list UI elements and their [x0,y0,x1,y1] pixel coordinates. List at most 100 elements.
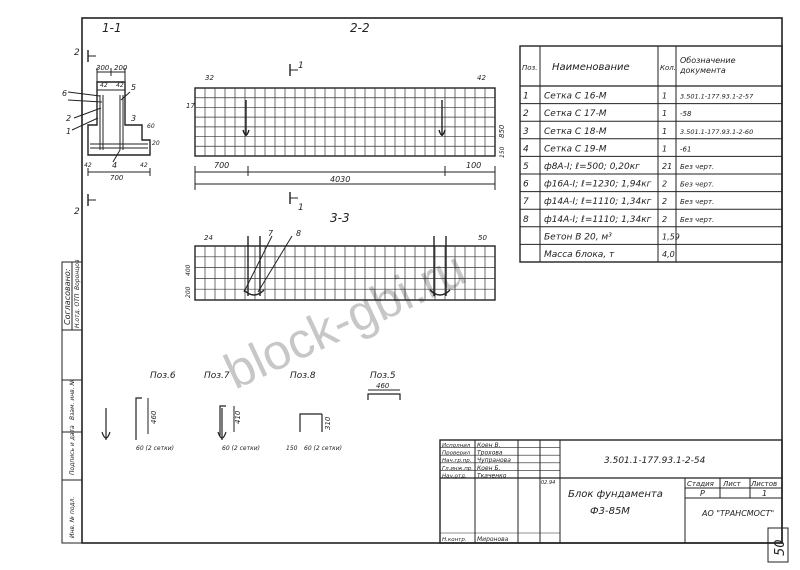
svg-text:410: 410 [234,410,242,424]
svg-text:1: 1 [298,203,304,213]
svg-text:2: 2 [74,207,80,217]
spec-cell: ф16А-I; ℓ=1230; 1,94кг [544,180,652,190]
signatory-name: Миронова [477,536,509,543]
svg-text:700: 700 [110,174,124,182]
svg-text:1: 1 [298,61,304,71]
spec-cell: Масса блока, т [544,250,615,260]
spec-cell: Сетка С 18-М [544,127,607,137]
signatory-role: Н.контр. [442,537,467,543]
signatory-name: Коен В. [477,442,501,449]
strip-agreed: Согласовано: [63,268,72,325]
svg-text:42: 42 [116,82,124,89]
svg-text:60: 60 [147,123,155,130]
spec-cell: 8 [523,215,529,225]
strip-sign: Подпись и дата [69,425,76,475]
svg-text:4030: 4030 [330,175,350,184]
svg-text:200: 200 [185,286,192,298]
signatory-name: Ткаченко [477,472,507,479]
spec-cell: 2 [662,215,667,224]
spec-cell: Сетка С 19-М [544,144,607,154]
svg-text:460: 460 [150,410,158,424]
strip-inv: Инв. № подл. [69,497,76,538]
spec-cell: 21 [662,162,672,171]
svg-text:8: 8 [296,229,301,238]
spec-cell: Без черт. [680,198,714,206]
signatory-name: Трохова [477,450,503,457]
section-3-3-title: 3-3 [330,211,350,225]
signatory-role: Проверил [442,451,471,457]
svg-text:Лист: Лист [722,480,742,488]
spec-cell: 3.501.1-177.93.1-2-57 [680,93,754,101]
spec-cell: Без черт. [680,181,714,189]
svg-text:42: 42 [84,162,92,169]
svg-text:24: 24 [204,234,213,242]
svg-text:1: 1 [762,489,767,498]
organization: АО "ТРАНСМОСТ" [701,509,774,518]
svg-text:42: 42 [477,74,486,82]
lifting-loop [438,100,446,136]
spec-cell: ф14А-I; ℓ=1110; 1,34кг [544,197,652,207]
spec-cell: Сетка С 17-М [544,109,607,119]
signatory-role: Гл.инж.пр. [442,466,473,472]
section-1-1: 1-1 300 200 42 42 60 20 42 42 700 1 [62,21,160,217]
spec-cell: 1 [662,127,667,136]
svg-text:02.94: 02.94 [541,480,555,486]
spec-cell: -58 [680,110,692,118]
section-1-1-title: 1-1 [102,21,122,35]
spec-cell: 1,59 [662,232,680,241]
svg-text:100: 100 [466,161,481,170]
lifting-loop [242,100,250,136]
spec-cell: ф14А-I; ℓ=1110; 1,34кг [544,215,652,225]
spec-cell: 2 [523,109,529,119]
svg-text:Поз.5: Поз.5 [370,371,396,381]
spec-header-qty: Кол. [660,64,676,72]
drawing-name: Блок фундамента [568,489,663,500]
spec-cell: Без черт. [680,216,714,224]
spec-cell: 7 [523,197,529,207]
svg-text:Листов: Листов [750,480,777,488]
svg-text:7: 7 [268,229,274,238]
svg-text:4: 4 [112,161,117,170]
spec-cell: 3 [523,127,529,137]
svg-text:50: 50 [478,234,487,242]
spec-cell: ф8А-I; ℓ=500; 0,20кг [544,162,640,172]
svg-text:3: 3 [131,114,136,123]
svg-text:2: 2 [66,114,71,123]
spec-cell: 4 [523,144,529,154]
spec-cell: 2 [662,197,667,206]
svg-text:42: 42 [140,162,148,169]
drawing-code: 3.501.1-177.93.1-2-54 [604,456,706,466]
svg-text:Р: Р [700,489,705,498]
svg-text:32: 32 [205,74,214,82]
strip-agreed-dept: Н.отд. ОТП [74,293,81,328]
position-details: Поз.6 Поз.7 Поз.8 Поз.5 460 60 (2 сетки)… [101,371,401,452]
svg-text:5: 5 [131,83,136,92]
svg-text:60 (2 сетки): 60 (2 сетки) [136,445,174,452]
signatory-role: Нач.отд. [442,473,467,479]
svg-text:Поз.6: Поз.6 [150,371,176,381]
svg-text:300: 300 [96,64,110,72]
lifting-loop [243,236,265,296]
spec-header-pos: Поз. [522,64,538,72]
spec-cell: Бетон В 20, м³ [544,232,612,242]
spec-cell: 1 [662,92,667,101]
svg-text:Стадия: Стадия [687,480,714,488]
svg-text:17: 17 [186,102,195,110]
svg-text:Поз.7: Поз.7 [204,371,230,381]
svg-text:42: 42 [100,82,108,89]
spec-cell: 1 [523,92,529,102]
section-2-2-title: 2-2 [350,21,370,35]
svg-text:150: 150 [286,445,298,452]
svg-text:1: 1 [66,127,71,136]
section-2-2: 2-2 32 42 17 850 150 700 100 4030 1 1 [186,21,506,213]
spec-cell: 3.501.1-177.93.1-2-60 [680,128,753,136]
spec-cell: Сетка С 16-М [544,92,607,102]
strip-vzam: Взам. инв. № [69,379,76,420]
signatory-name: Коен Б. [477,465,501,472]
spec-cell: Без черт. [680,163,714,171]
svg-text:200: 200 [114,64,128,72]
signatory-name: Чупранова [477,457,511,464]
